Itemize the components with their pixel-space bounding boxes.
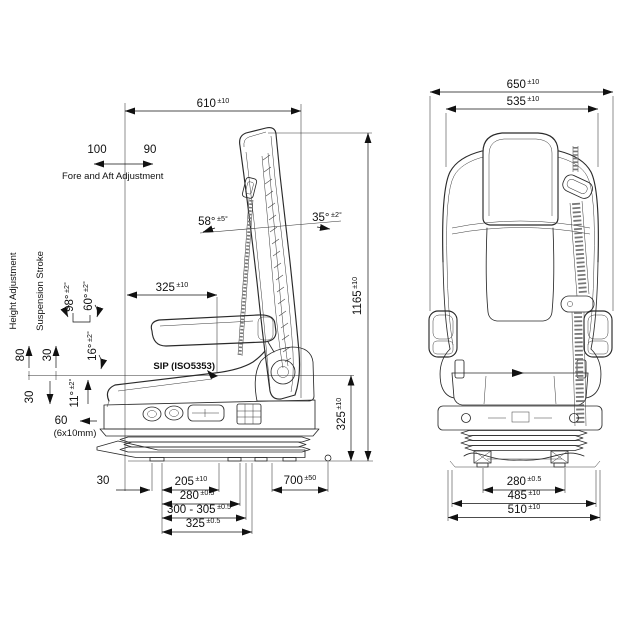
bellows-top-lip: [99, 428, 320, 437]
dim-overall-width: 650±10: [507, 77, 540, 91]
suspension-bellows-side: [119, 436, 311, 453]
front-view-seat-art: [428, 132, 613, 468]
floor-reference-marker: [324, 454, 332, 462]
dim-rail-front-offset: 30: [97, 475, 110, 487]
dim-backrest-forward-angle: 58°±5°: [198, 214, 228, 228]
control-knob-2: [164, 405, 184, 421]
dim-rail-span-300-305: 300 - 305±0.5: [167, 502, 231, 516]
dim-height-adjustment-range: 80: [15, 349, 27, 362]
sip-marker: [207, 370, 218, 379]
armrest-handle: [257, 316, 274, 341]
dim-fore-travel: 100: [87, 144, 106, 156]
seat-pan-front: [437, 405, 603, 431]
front-view-dimension-lines: [429, 88, 614, 521]
seat-belt-webbing-side: [238, 199, 253, 356]
seat-belt-guide-side: [241, 177, 258, 199]
pan-center-detail: [511, 411, 530, 423]
dim-sip-setback: 325±10: [156, 280, 189, 294]
roller-left: [473, 450, 492, 468]
base-frame-front: [449, 450, 601, 468]
dim-aft-travel: 90: [144, 144, 157, 156]
side-view-seat-art: [96, 127, 320, 462]
dim-suspension-stroke-down: 30: [24, 391, 36, 404]
recliner-housing-side: [254, 346, 315, 402]
side-view-dimension-lines: [25, 107, 372, 536]
sip-marker-front: [512, 369, 524, 377]
control-knob-1: [142, 406, 162, 422]
dim-base-width: 485±10: [508, 488, 541, 502]
dim-sip-height: 325±10: [334, 398, 348, 431]
dim-backrest-recline-angle: 35°±2°: [312, 210, 342, 224]
control-lever-slot: [187, 404, 225, 422]
backrest-center-panel: [485, 227, 555, 322]
seat-belt-side: [237, 198, 254, 357]
dim-armrest-angle-mid: 60°±2°: [81, 281, 95, 311]
headrest-front: [482, 132, 559, 226]
backrest-front-outer: [442, 150, 599, 263]
label-suspension-stroke: Suspension Stroke: [35, 251, 46, 331]
recline-axis-line: [199, 220, 342, 234]
dim-floor-distance-700: 700±50: [284, 473, 317, 487]
mounting-rail-side: [96, 440, 306, 458]
seat-pan-side: [103, 399, 316, 430]
dim-armrest-angle-min: 16°±2°: [85, 331, 99, 361]
suspension-bellows-front: [460, 430, 588, 451]
dim-armrest-angle-max: 98°±2°: [62, 282, 76, 312]
rail-feet: [149, 457, 297, 462]
dim-cushion-tilt-angle: 11°±2°: [67, 378, 81, 407]
side-view-extension-lines: [28, 103, 373, 534]
dim-suspension-stroke-up: 30: [42, 349, 54, 362]
cushion-wing-left: [439, 348, 455, 399]
dim-backrest-width: 535±10: [507, 94, 540, 108]
label-slot-note: (6x10mm): [54, 428, 97, 439]
seat-belt-front: [560, 146, 595, 427]
armrest-right-front: [576, 310, 613, 379]
armrest-left-front: [428, 310, 465, 379]
front-view: 650±10 535±10 280±0.5 485±10 510±10: [428, 77, 614, 521]
side-view: 610±10 100 90 Fore and Aft Adjustment 58…: [8, 96, 373, 536]
dim-overall-height: 1165±10: [350, 277, 364, 315]
dim-overall-base-width: 510±10: [508, 502, 541, 516]
dim-rail-span-205: 205±10: [175, 474, 208, 488]
label-fore-aft-adjustment: Fore and Aft Adjustment: [62, 171, 164, 182]
front-view-extension-lines: [429, 96, 614, 521]
label-height-adjustment: Height Adjustment: [8, 252, 19, 329]
backrest-side: [239, 127, 301, 400]
backrest-seam-front: [451, 220, 591, 235]
cushion-wing-right: [585, 348, 602, 399]
side-view-dimension-text: 610±10 100 90 Fore and Aft Adjustment 58…: [8, 96, 364, 530]
label-sip: SIP (ISO5353): [153, 361, 215, 372]
control-panel-grid: [236, 403, 262, 425]
dim-roller-track: 280±0.5: [507, 474, 542, 488]
dim-rail-span-325: 325±0.5: [186, 516, 221, 530]
recliner-pivot: [270, 359, 296, 385]
dim-rail-span-280: 280±0.5: [180, 488, 215, 502]
belt-guide-pill: [560, 295, 595, 313]
dim-overall-depth: 610±10: [197, 96, 230, 110]
backrest-seam-hatch: [262, 154, 292, 363]
front-view-dimension-text: 650±10 535±10 280±0.5 485±10 510±10: [507, 77, 542, 516]
armrest-side: [150, 314, 277, 347]
seat-cushion-side: [106, 350, 266, 402]
dim-slot-position: 60: [55, 415, 68, 427]
